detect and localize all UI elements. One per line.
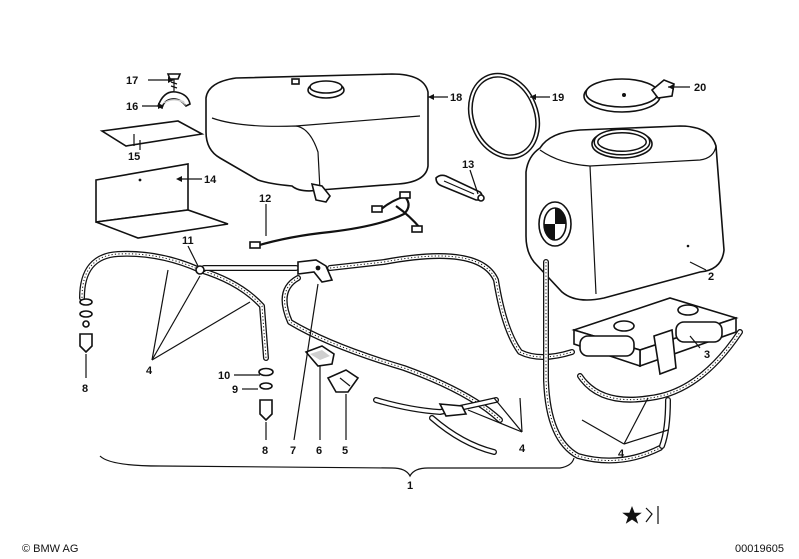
callout-8-right: 8 [262, 445, 268, 457]
wiring-harness-part-12 [249, 191, 423, 249]
callout-18: 18 [450, 92, 462, 104]
callout-19: 19 [552, 92, 564, 104]
seal-ring-part-19 [467, 72, 541, 160]
callout-16: 16 [126, 101, 138, 113]
callout-15: 15 [128, 151, 140, 163]
pad-part-15 [99, 120, 205, 150]
nozzle-part-8-right [258, 367, 274, 422]
clip-part-5 [326, 369, 360, 393]
callout-labels: 17 16 15 14 18 19 20 13 12 11 2 3 4 4 4 … [82, 75, 714, 492]
callout-17: 17 [126, 75, 138, 87]
callout-10: 10 [218, 370, 230, 382]
callout-5: 5 [342, 445, 348, 457]
callout-6: 6 [316, 445, 322, 457]
callout-12: 12 [259, 193, 271, 205]
clip-part-16 [156, 90, 191, 110]
clip-part-6 [304, 345, 335, 367]
nozzle-part-8-left [79, 298, 93, 354]
callout-14: 14 [204, 174, 217, 186]
callout-20: 20 [694, 82, 706, 94]
callout-11: 11 [182, 235, 194, 247]
callout-2: 2 [708, 271, 714, 283]
callout-8-left: 8 [82, 383, 88, 395]
callout-1: 1 [407, 480, 413, 492]
callout-13: 13 [462, 159, 474, 171]
callout-4-middle: 4 [519, 443, 526, 455]
hose-assembly-part-4 [79, 250, 743, 464]
screw-part-17 [166, 73, 182, 91]
callout-9: 9 [232, 384, 238, 396]
pump-bracket-part-3 [571, 297, 739, 376]
leader-lines [85, 77, 707, 478]
cap-part-20 [583, 78, 675, 113]
callout-3: 3 [704, 349, 710, 361]
callout-4-right: 4 [618, 448, 625, 460]
callout-4-left: 4 [146, 365, 153, 377]
copyright-label: © BMW AG [22, 543, 78, 555]
diagram-number: 00019605 [735, 543, 784, 555]
tank-part-18 [205, 73, 429, 203]
connector-part-7 [297, 259, 334, 283]
clip-part-11 [195, 265, 205, 275]
callout-7: 7 [290, 445, 296, 457]
reservoir-part-2 [525, 125, 725, 301]
pump-part-13 [435, 174, 485, 202]
bracket-part-14 [95, 163, 229, 239]
star-icon [622, 506, 659, 524]
